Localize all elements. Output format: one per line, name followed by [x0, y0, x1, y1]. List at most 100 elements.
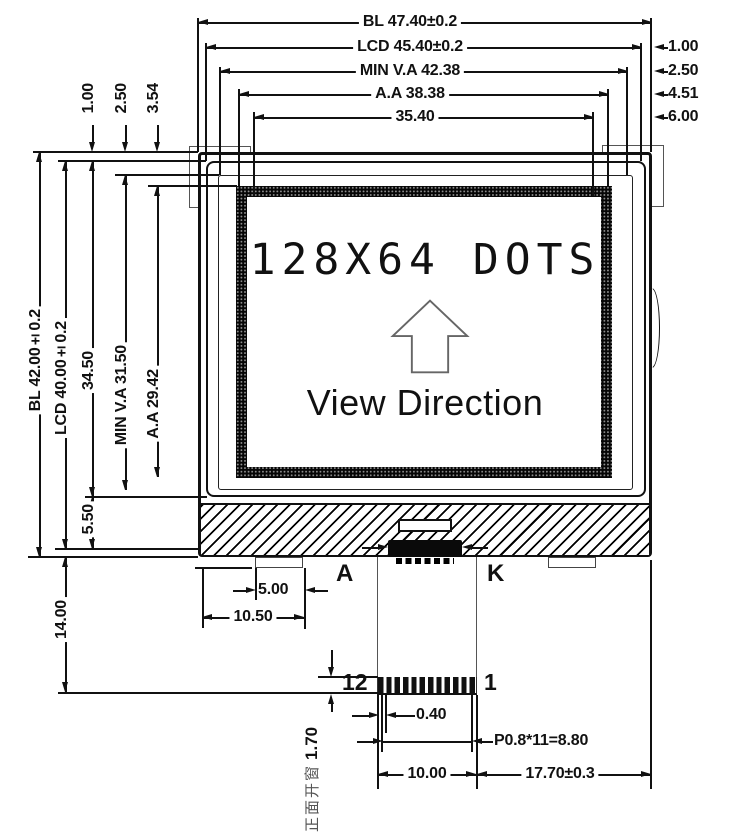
arrow: [369, 712, 379, 718]
extension-line: [55, 548, 200, 550]
arrow: [328, 667, 334, 677]
extension-line: [148, 185, 237, 187]
dim-offset-2: 2.50: [668, 62, 699, 81]
arrow: [462, 544, 472, 550]
arrow: [206, 44, 216, 50]
extension-line: [592, 112, 594, 196]
extension-line: [385, 695, 387, 733]
extension-line: [238, 89, 240, 186]
extension-line: [33, 151, 198, 153]
leader-line: [663, 94, 671, 96]
view-direction-label: View Direction: [306, 382, 544, 423]
arrow: [641, 771, 651, 777]
arrow: [89, 539, 95, 549]
leader-line: [471, 547, 488, 549]
dim-line: [92, 161, 94, 497]
extension-line: [650, 18, 652, 152]
arrow: [294, 614, 304, 620]
arrow: [378, 544, 388, 550]
dim-strip-height: 5.50: [80, 501, 98, 538]
arrow: [654, 114, 664, 120]
dim-min-va-width: MIN V.A 42.38: [355, 62, 465, 81]
fpc-left-edge: [377, 557, 379, 677]
anode-label: A: [336, 560, 354, 587]
view-direction-arrow-icon: [390, 299, 470, 374]
fpc-right-edge: [475, 557, 477, 677]
leader-line: [357, 741, 373, 743]
arrow: [328, 694, 334, 704]
dim-lcd-height: LCD 40.00±0.2: [53, 318, 71, 439]
arrow: [122, 142, 128, 152]
arrow: [654, 44, 664, 50]
extension-line: [58, 692, 378, 694]
dim-offset-3: 4.51: [668, 85, 699, 104]
dim-inner-width: 35.40: [391, 108, 439, 127]
extension-line: [195, 567, 252, 569]
min-viewing-area-frame: [218, 175, 633, 490]
extension-line: [115, 174, 219, 176]
dim-min-va-height: MIN V.A 31.50: [113, 342, 131, 449]
resolution-label: 128X64 DOTS: [249, 235, 601, 285]
arrow: [466, 771, 476, 777]
leader-line: [92, 125, 94, 143]
leader-line: [663, 117, 671, 119]
leader-line: [157, 125, 159, 143]
dim-aa-height: A.A 29.42: [145, 366, 163, 442]
connector-contacts: [396, 558, 454, 564]
arrow: [122, 175, 128, 185]
extension-line: [28, 556, 198, 558]
dim-offset-1: 1.00: [668, 38, 699, 57]
arrow: [89, 487, 95, 497]
extension-line: [197, 18, 199, 152]
leader-line: [331, 650, 333, 668]
arrow: [89, 142, 95, 152]
leader-line: [396, 715, 415, 717]
dim-lcd-width: LCD 45.40±0.2: [353, 38, 467, 57]
pin-number-1: 1: [484, 669, 497, 695]
extension-line: [471, 695, 473, 752]
bottom-left-tab: [255, 557, 303, 568]
arrow: [472, 738, 482, 744]
extension-line: [253, 112, 255, 196]
extension-line: [219, 67, 221, 175]
fpc-pin-row: [377, 677, 477, 695]
leader-line: [362, 547, 379, 549]
arrow: [305, 587, 315, 593]
arrow: [89, 161, 95, 171]
dim-line: [383, 741, 472, 743]
arrow: [584, 114, 594, 120]
extension-line: [640, 43, 642, 161]
arrow: [202, 614, 212, 620]
arrow: [154, 467, 160, 477]
arrow: [618, 68, 628, 74]
arrow: [62, 682, 68, 692]
dim-aa-width: A.A 38.38: [371, 85, 449, 104]
dim-left-offset-3: 3.54: [145, 80, 163, 117]
arrow: [654, 68, 664, 74]
arrow: [642, 19, 652, 25]
arrow: [477, 771, 487, 777]
dim-tab-offset: 10.50: [229, 608, 277, 627]
arrow: [62, 539, 68, 549]
dim-tab-width: 5.00: [258, 581, 289, 600]
dim-glass-height: 34.50: [80, 348, 98, 394]
dim-left-offset-1: 1.00: [80, 80, 98, 117]
arrow: [154, 142, 160, 152]
leader-line: [663, 47, 671, 49]
cathode-label: K: [487, 560, 505, 587]
arrow: [254, 114, 264, 120]
arrow: [154, 186, 160, 196]
extension-line: [607, 89, 609, 186]
dim-offset-4: 6.00: [668, 108, 699, 127]
extension-line: [304, 568, 306, 629]
leader-line: [315, 590, 328, 592]
extension-line: [205, 43, 207, 161]
backlight-slot: [398, 519, 452, 532]
extension-line: [85, 496, 207, 498]
extension-line: [255, 568, 257, 600]
arrow: [654, 91, 664, 97]
leader-line: [331, 704, 333, 712]
dim-fpc-width: 10.00: [403, 765, 451, 784]
leader-line: [663, 71, 671, 73]
